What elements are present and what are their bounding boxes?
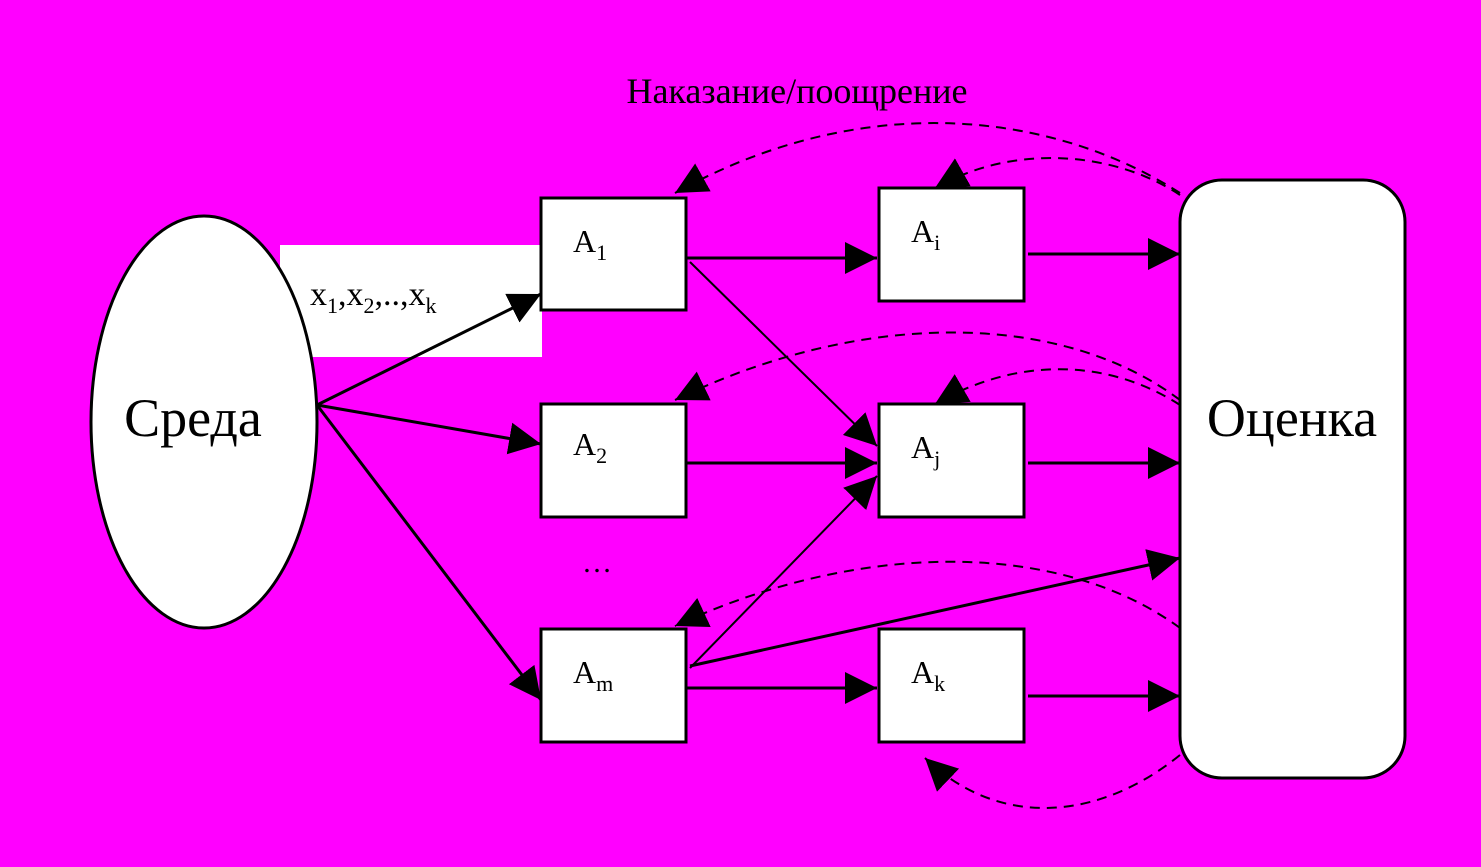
- evaluation-box: [1178, 178, 1407, 780]
- agent-ai: Ai: [877, 186, 1026, 303]
- feedback-to-ak: [924, 754, 1181, 809]
- feedback-caption: Наказание/поощрение: [626, 71, 967, 111]
- agent-aj: Aj: [877, 402, 1026, 519]
- arrow-env-a2: [316, 403, 542, 455]
- feedback-to-am: [674, 560, 1181, 629]
- agent-a1: A1: [539, 196, 688, 312]
- arrow-am-aj: [689, 475, 878, 669]
- svg-text:A1: A1: [573, 223, 607, 265]
- arrow-am-eval: [689, 549, 1181, 668]
- arrow-env-am: [315, 404, 543, 701]
- agents-ellipsis: …: [582, 546, 612, 579]
- svg-text:A2: A2: [573, 426, 607, 468]
- svg-text:Aj: Aj: [911, 429, 940, 471]
- feedback-to-a2: [674, 331, 1181, 401]
- agent-a2: A2: [539, 402, 688, 519]
- svg-text:Ak: Ak: [911, 654, 945, 696]
- feedback-to-ai: [934, 157, 1181, 196]
- arrow-env-a1: [316, 292, 542, 407]
- arrow-a1-aj: [689, 261, 878, 447]
- agent-ak: Ak: [877, 627, 1026, 744]
- environment-ellipse: [89, 214, 319, 630]
- environment-label: Среда: [124, 388, 262, 448]
- feedback-to-aj: [934, 368, 1181, 406]
- feedback-to-a1: [674, 122, 1181, 194]
- evaluation-label: Оценка: [1207, 388, 1377, 448]
- svg-text:Am: Am: [573, 654, 613, 696]
- inputs-label-box: [280, 245, 542, 357]
- svg-text:Ai: Ai: [911, 213, 940, 255]
- agent-am: Am: [539, 627, 688, 744]
- inputs-label: x1,x2,..,xk: [310, 276, 437, 318]
